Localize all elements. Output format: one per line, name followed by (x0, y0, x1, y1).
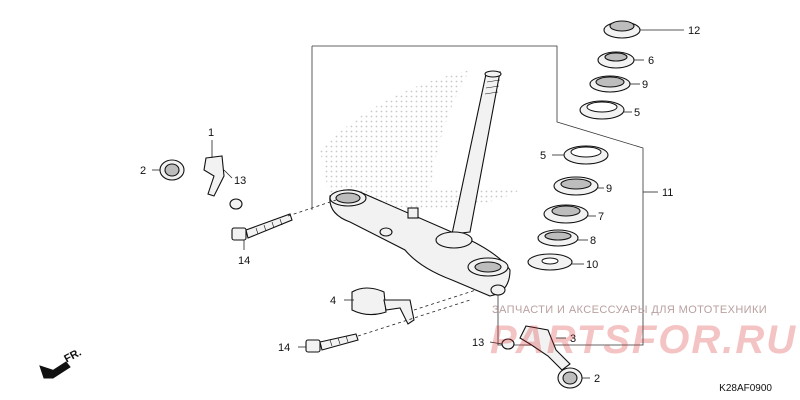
front-direction-arrow (39, 361, 71, 379)
diagram-code: K28AF0900 (719, 383, 772, 394)
callout-14-upper: 14 (238, 255, 250, 267)
callout-4: 4 (330, 295, 336, 307)
callout-13-lower: 13 (472, 337, 484, 349)
callout-13-upper: 13 (234, 175, 246, 187)
callout-11: 11 (662, 187, 673, 199)
callout-8: 8 (590, 235, 596, 247)
grommet-lower (557, 367, 583, 389)
bearing-8 (537, 229, 579, 247)
callout-1: 1 (208, 127, 214, 139)
nut-upper (229, 198, 243, 210)
race-5-lower (563, 145, 609, 165)
grommet-upper (159, 159, 185, 181)
bearing-9-lower (553, 176, 599, 196)
bolt-upper (231, 213, 293, 241)
bearing-9-upper (589, 75, 631, 93)
callout-3: 3 (570, 333, 576, 345)
bolt-lower (305, 333, 359, 353)
callout-5-lower: 5 (540, 150, 546, 162)
callout-7: 7 (598, 211, 604, 223)
callout-14-lower: 14 (278, 342, 290, 354)
callout-10: 10 (586, 259, 598, 271)
callout-12: 12 (688, 25, 700, 37)
steering-stem (451, 70, 502, 235)
callout-9-lower: 9 (606, 183, 612, 195)
lower-triple-clamp (329, 189, 511, 297)
washer-10 (527, 253, 573, 271)
background-wing-mark (320, 70, 520, 208)
callout-5-upper: 5 (634, 107, 640, 119)
race-7 (543, 204, 589, 224)
race-5-upper (579, 100, 625, 120)
dust-seal-6 (597, 51, 635, 69)
callout-2-lower: 2 (594, 373, 600, 385)
lock-nut-12 (603, 20, 641, 39)
callout-6: 6 (648, 55, 654, 67)
bracket-upper-left (203, 155, 225, 197)
callout-9-upper: 9 (642, 79, 648, 91)
callout-2-upper: 2 (140, 165, 146, 177)
leader-lines (152, 29, 684, 379)
assembly-outline (312, 45, 644, 346)
clip-center (351, 287, 415, 325)
watermark-caption: ЗАПЧАСТИ И АКСЕССУАРЫ ДЛЯ МОТОТЕХНИКИ (492, 304, 768, 316)
watermark-logo: PARTSFOR.RU (490, 318, 798, 362)
